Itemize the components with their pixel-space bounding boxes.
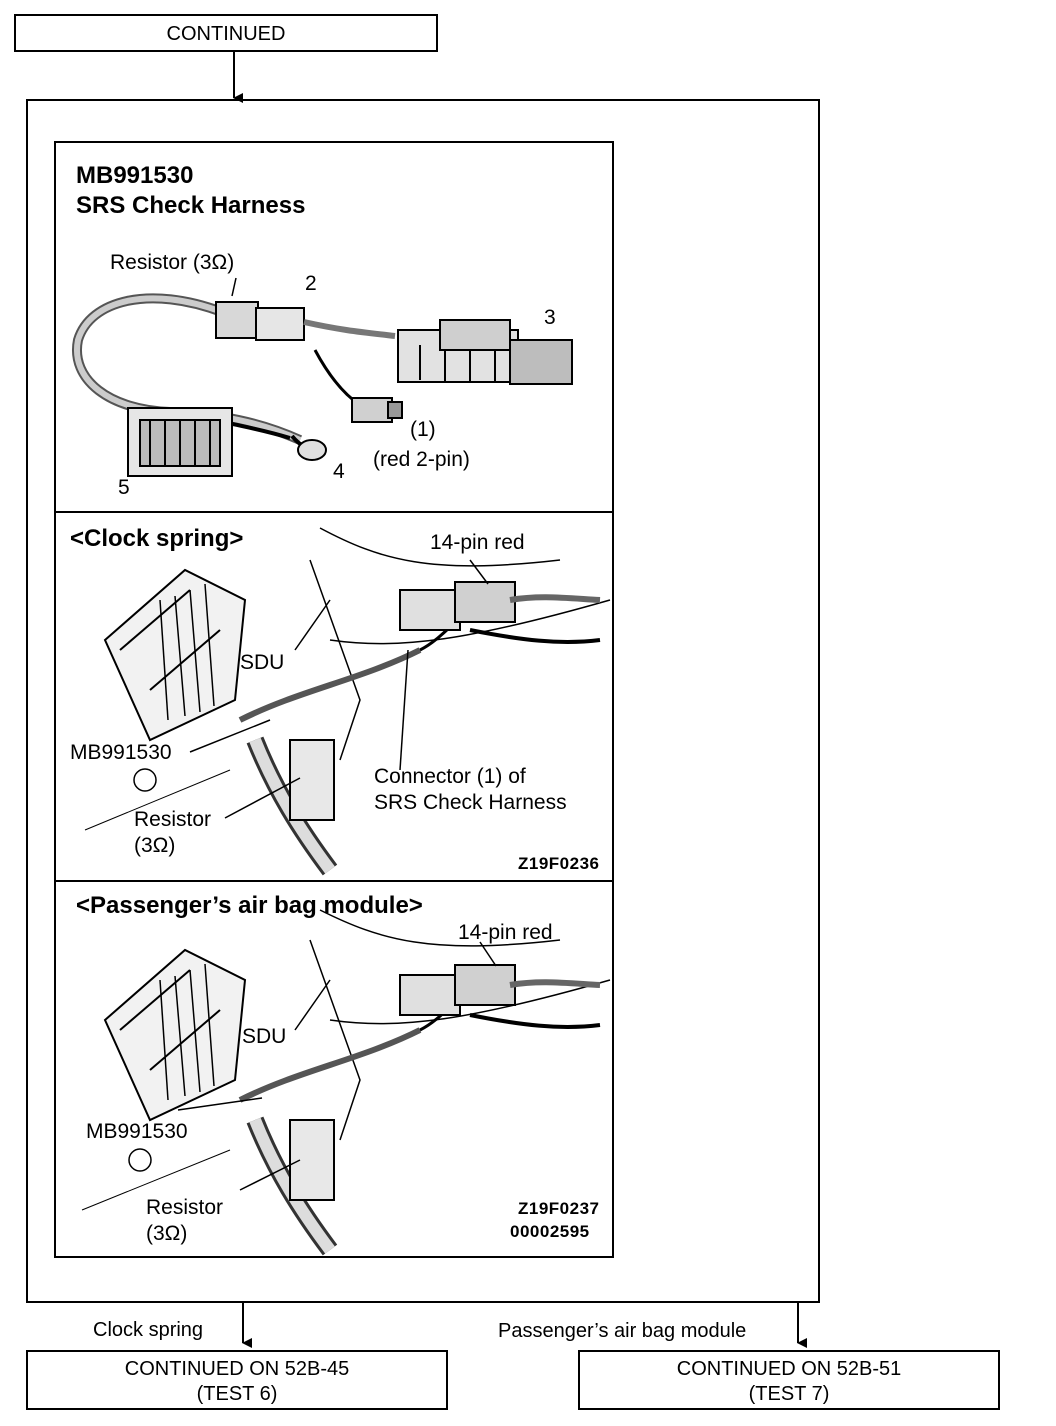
clock-pin-label: 14-pin red (430, 531, 525, 554)
left-continued-line1: CONTINUED ON 52B-45 (124, 1358, 350, 1380)
left-continued-box: CONTINUED ON 52B-45 (TEST 6) (26, 1350, 448, 1410)
clock-tool-label: MB991530 (70, 741, 172, 764)
passenger-sdu-label: SDU (242, 1025, 287, 1048)
passenger-figure-code: Z19F0237 (518, 1199, 600, 1218)
connector-1-desc: (red 2-pin) (373, 448, 470, 471)
callout-4: 4 (333, 460, 345, 483)
clock-connector-line2: SRS Check Harness (374, 791, 567, 814)
right-branch-label: Passenger’s air bag module (498, 1320, 747, 1342)
left-branch-label: Clock spring (93, 1319, 204, 1341)
top-continued-label: CONTINUED (166, 23, 286, 45)
passenger-doc-code: 00002595 (510, 1222, 590, 1241)
left-continued-line2: (TEST 6) (196, 1383, 278, 1405)
panel-divider-2 (56, 880, 612, 882)
passenger-pin-label: 14-pin red (458, 921, 553, 944)
harness-part-number: MB991530 (76, 162, 194, 189)
harness-name: SRS Check Harness (76, 192, 306, 219)
passenger-title: <Passenger’s air bag module> (76, 892, 423, 919)
passenger-resistor-value: (3Ω) (146, 1222, 188, 1245)
callout-3: 3 (544, 306, 556, 329)
right-continued-line1: CONTINUED ON 52B-51 (676, 1358, 902, 1380)
panel-divider-1 (56, 511, 612, 513)
harness-drawing (72, 277, 573, 477)
right-continued-line2: (TEST 7) (748, 1383, 830, 1405)
top-continued-box: CONTINUED (14, 14, 438, 52)
callout-2: 2 (305, 272, 317, 295)
callout-5: 5 (118, 476, 130, 499)
right-continued-box: CONTINUED ON 52B-51 (TEST 7) (578, 1350, 1000, 1410)
clock-resistor-value: (3Ω) (134, 834, 176, 857)
clock-spring-title: <Clock spring> (70, 525, 244, 552)
passenger-resistor-label: Resistor (146, 1196, 224, 1219)
passenger-tool-label: MB991530 (86, 1120, 188, 1143)
connector-1-label: (1) (410, 418, 436, 441)
clock-resistor-label: Resistor (134, 808, 212, 831)
clock-spring-drawing (84, 527, 611, 876)
clock-figure-code: Z19F0236 (518, 854, 600, 873)
resistor-label: Resistor (3Ω) (110, 251, 235, 274)
clock-sdu-label: SDU (240, 651, 285, 674)
passenger-airbag-drawing (81, 909, 611, 1256)
clock-connector-line1: Connector (1) of (374, 765, 526, 788)
